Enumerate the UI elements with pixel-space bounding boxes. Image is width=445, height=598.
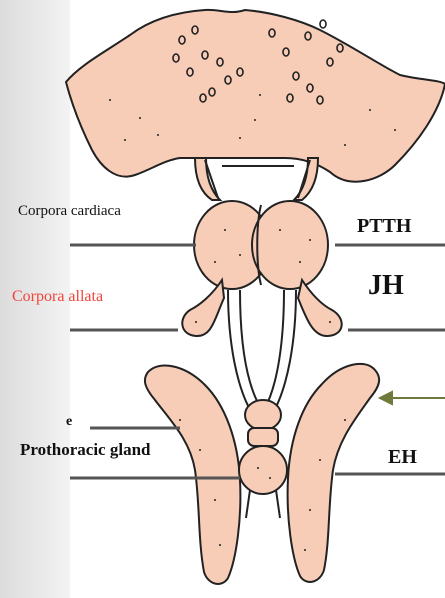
jh-label: JH xyxy=(368,270,404,302)
corpora-cardiaca-shape xyxy=(194,201,328,289)
corpora-allata-shape xyxy=(182,280,341,336)
corpora-allata-label: Corpora allata xyxy=(12,288,103,306)
prothoracic-gland-label: Prothoracic gland xyxy=(20,440,150,460)
arrow-pointer xyxy=(380,392,445,404)
ptth-label: PTTH xyxy=(357,215,411,238)
central-ganglion xyxy=(239,400,287,518)
lower-connectives xyxy=(228,290,296,418)
eh-label: EH xyxy=(388,446,417,469)
corpora-cardiaca-label: Corpora cardiaca xyxy=(18,203,121,220)
brain-shape xyxy=(66,10,445,182)
cut-off-label: e xyxy=(66,414,72,430)
